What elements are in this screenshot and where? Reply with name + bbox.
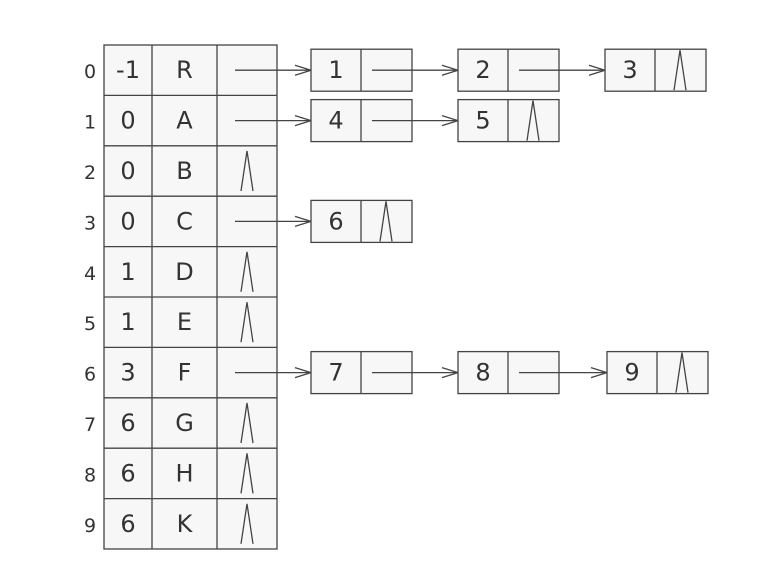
row-index-label: 3 [84, 212, 96, 234]
parent-cell: 0 [120, 107, 135, 135]
parent-cell: 6 [120, 409, 135, 437]
null-pointer-icon [379, 201, 393, 242]
row-index-label: 0 [84, 61, 96, 83]
child-index-label: 8 [475, 359, 490, 387]
parent-cell: 6 [120, 459, 135, 487]
null-pointer-icon [240, 503, 254, 544]
child-index-label: 4 [328, 107, 343, 135]
child-index-label: 6 [328, 207, 343, 235]
data-cell: F [178, 359, 192, 387]
null-pointer-icon [675, 352, 689, 393]
parent-cell: 0 [120, 157, 135, 185]
row-index-label: 8 [84, 464, 96, 486]
parent-cell: 1 [120, 308, 135, 336]
row-index-label: 6 [84, 364, 96, 386]
parent-cell: 6 [120, 510, 135, 538]
child-index-label: 5 [475, 107, 490, 135]
data-cell: R [176, 56, 193, 84]
data-cell: C [176, 207, 193, 235]
parent-cell: 1 [120, 258, 135, 286]
child-node: 6 [310, 199, 413, 244]
null-pointer-icon [240, 150, 254, 192]
parent-cell: -1 [116, 56, 140, 84]
row-index-label: 7 [84, 414, 96, 436]
null-pointer-icon [240, 251, 254, 292]
child-node: 9 [606, 350, 709, 395]
child-index-label: 2 [475, 56, 490, 84]
null-pointer-icon [673, 50, 687, 91]
null-pointer-icon [526, 100, 540, 141]
child-index-label: 1 [328, 56, 343, 84]
child-lists: 1 2 3 4 5 6 7 8 9 [235, 48, 709, 395]
row-index-label: 1 [84, 112, 96, 134]
data-cell: H [175, 459, 193, 487]
row-index-label: 4 [84, 263, 96, 285]
null-pointer-icon [240, 402, 254, 444]
null-pointer-icon [240, 453, 254, 494]
child-index-label: 9 [624, 359, 639, 387]
parent-cell: 3 [120, 359, 135, 387]
child-index-label: 7 [328, 359, 343, 387]
data-cell: B [176, 157, 192, 185]
parent-cell: 0 [120, 207, 135, 235]
null-pointer-icon [240, 302, 254, 343]
data-cell: D [175, 258, 193, 286]
data-cell: E [177, 308, 192, 336]
child-node: 8 [457, 350, 560, 395]
child-index-label: 3 [622, 56, 637, 84]
row-index-label: 5 [84, 313, 96, 335]
data-cell: G [175, 409, 194, 437]
row-index-label: 2 [84, 162, 96, 184]
data-cell: K [177, 510, 194, 538]
data-cell: A [176, 107, 193, 135]
child-node: 3 [604, 48, 707, 92]
child-node: 5 [457, 98, 560, 143]
row-index-label: 9 [84, 515, 96, 537]
